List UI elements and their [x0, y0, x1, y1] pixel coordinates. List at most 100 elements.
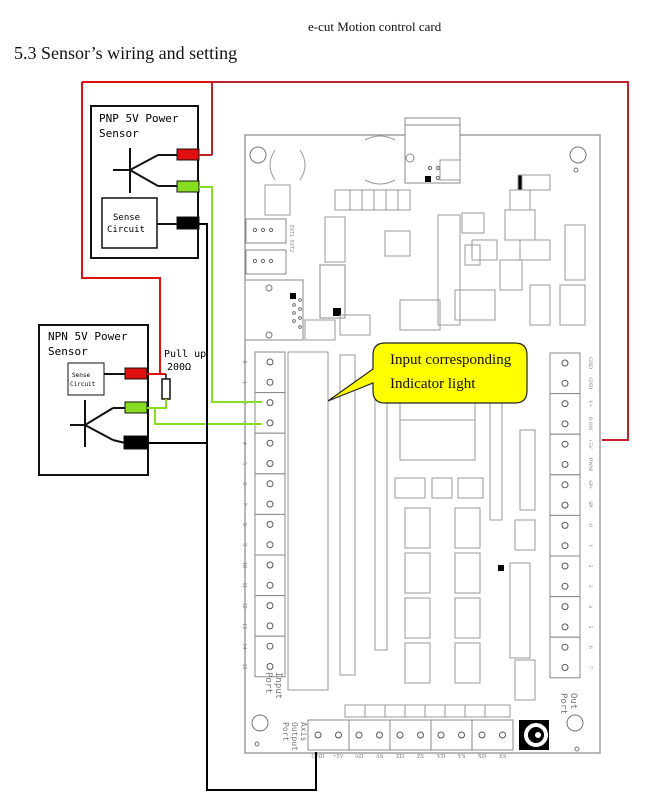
axis-terminal-pair: [348, 719, 391, 751]
input-pin-label: 6: [241, 482, 247, 485]
output-terminal-screw[interactable]: [561, 582, 569, 590]
input-pin-label: 13: [241, 623, 247, 629]
input-terminal-screw[interactable]: [266, 480, 274, 488]
mounting-hole: [566, 714, 584, 732]
input-terminal-screw[interactable]: [266, 541, 274, 549]
axis-terminal-screw[interactable]: [314, 731, 322, 739]
output-terminal-screw[interactable]: [561, 420, 569, 428]
npn-sense-2: Circuit: [70, 381, 96, 388]
wire-red-power: [81, 82, 161, 375]
ext-label: EXT1 EXT2: [288, 225, 294, 252]
output-pin-label: SP+: [587, 480, 593, 489]
output-pin-label: 7: [587, 666, 593, 669]
npn-red-terminal: [124, 367, 148, 380]
axis-terminal-screw[interactable]: [335, 731, 342, 739]
pullup-resistor: Pull up 200Ω: [161, 349, 206, 400]
input-terminal-screw[interactable]: [266, 358, 274, 366]
input-terminal-screw[interactable]: [266, 419, 274, 427]
output-pin-label: GND: [587, 377, 593, 389]
wire-ground: [199, 223, 317, 791]
fiducial: [254, 741, 260, 747]
output-terminal-screw[interactable]: [561, 379, 569, 387]
fiducial: [574, 746, 580, 752]
board-outline: [244, 134, 601, 754]
axis-terminal-screw[interactable]: [355, 731, 363, 739]
axis-pin-label: +5V: [333, 754, 344, 760]
input-pin-label: 1: [241, 381, 247, 384]
output-terminal-screw[interactable]: [561, 562, 569, 570]
axis-terminal-screw[interactable]: [478, 731, 486, 739]
output-terminal-screw[interactable]: [561, 603, 569, 611]
output-pin-label: 3: [587, 585, 593, 588]
input-pin-label: 5: [241, 462, 247, 465]
output-terminal-screw[interactable]: [561, 643, 569, 651]
mounting-hole: [251, 714, 269, 732]
axis-terminal-screw[interactable]: [376, 731, 383, 739]
pin-header: [319, 264, 346, 319]
input-terminal-screw[interactable]: [266, 581, 274, 589]
input-terminal-screw[interactable]: [266, 602, 274, 610]
indicator-callout: Input corresponding Indicator light: [327, 342, 528, 404]
input-terminal-screw[interactable]: [266, 378, 274, 386]
axis-pin-label: AS: [376, 754, 384, 760]
input-terminal-pair: [254, 432, 286, 475]
input-terminal-screw[interactable]: [266, 500, 274, 508]
output-terminal-screw[interactable]: [561, 501, 569, 509]
input-terminal-pair: [254, 595, 286, 637]
input-terminal-pair: [254, 473, 286, 515]
axis-terminal-screw[interactable]: [437, 731, 445, 739]
input-pin-label: 14: [241, 643, 247, 649]
npn-sense-circuit: [67, 362, 105, 396]
mounting-hole: [249, 146, 267, 164]
axis-terminal-screw[interactable]: [417, 731, 424, 739]
output-pin-label: 5: [587, 626, 593, 629]
output-terminal-pair: [549, 555, 581, 598]
input-terminal-screw[interactable]: [266, 439, 274, 447]
pullup-label-1: Pull up: [164, 349, 206, 360]
axis-port-label-2: Output: [290, 722, 299, 751]
input-terminal-pair: [254, 554, 286, 597]
pnp-red-terminal: [176, 148, 200, 161]
npn-green-terminal: [124, 401, 148, 414]
input-terminal-screw[interactable]: [266, 561, 274, 569]
input-pin-label: 4: [241, 442, 247, 445]
input-terminal-screw[interactable]: [266, 622, 274, 630]
input-pin-label: 8: [241, 523, 247, 526]
callout-bubble: [327, 342, 528, 404]
output-terminal-screw[interactable]: [561, 623, 569, 631]
axis-terminal-screw[interactable]: [499, 731, 506, 739]
pnp-sense-1: Sense: [113, 213, 140, 223]
pnp-black-terminal: [176, 216, 200, 230]
wires: [81, 81, 629, 791]
input-terminal-screw[interactable]: [266, 663, 274, 670]
axis-port-label-3: Port: [281, 722, 290, 741]
input-terminal-screw[interactable]: [266, 460, 274, 467]
output-terminal-screw[interactable]: [561, 461, 569, 468]
output-terminal-screw[interactable]: [561, 542, 569, 550]
output-terminal-screw[interactable]: [561, 481, 569, 489]
npn-sense-1: Sense: [72, 372, 90, 379]
output-pin-label: 1: [587, 544, 593, 547]
output-pin-label: 4: [587, 605, 593, 608]
axis-terminal-pair: [430, 719, 473, 751]
output-terminal-screw[interactable]: [561, 359, 569, 367]
pnp-title-2: Sensor: [99, 127, 139, 140]
axis-terminal-screw[interactable]: [396, 731, 404, 739]
output-terminal-pair: [549, 596, 581, 638]
output-terminal-screw[interactable]: [561, 440, 569, 448]
npn-sensor: NPN 5V Power Sensor Sense Circuit: [38, 324, 149, 476]
input-terminal-screw[interactable]: [266, 520, 274, 528]
input-pin-label: 0: [241, 361, 247, 364]
output-pin-label: 0: [587, 524, 593, 527]
output-terminal-screw[interactable]: [561, 664, 569, 671]
output-terminal-screw[interactable]: [561, 400, 569, 408]
input-pin-label: 10: [241, 562, 247, 568]
output-terminal-screw[interactable]: [561, 521, 569, 529]
input-terminal-screw[interactable]: [266, 642, 274, 650]
axis-terminal-screw[interactable]: [458, 731, 465, 739]
input-terminal-screw[interactable]: [266, 399, 274, 407]
